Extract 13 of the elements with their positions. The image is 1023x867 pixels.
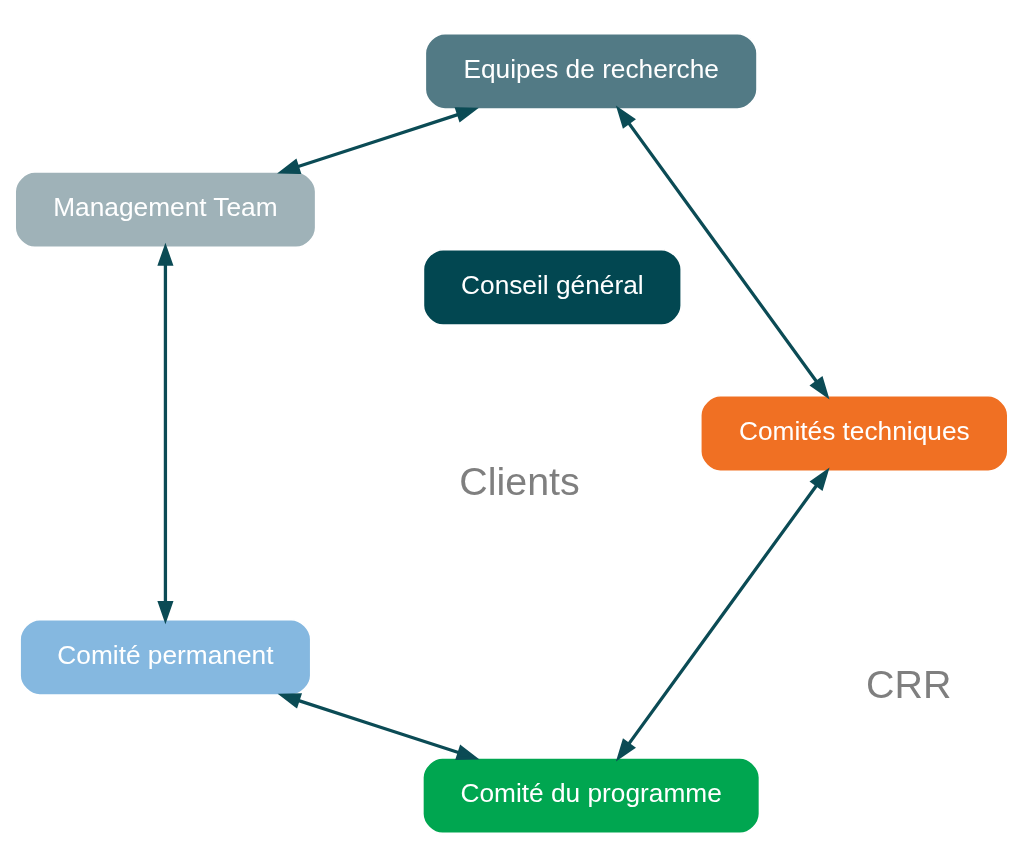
arrow bbox=[277, 693, 480, 760]
arrow bbox=[615, 467, 830, 762]
arrow bbox=[277, 107, 479, 174]
node-box: Comité du programme bbox=[422, 757, 761, 835]
label: CRR bbox=[865, 662, 952, 707]
node-box: Conseil général bbox=[422, 248, 683, 326]
node-box: Comité permanent bbox=[19, 618, 312, 696]
node-box: Comités techniques bbox=[699, 394, 1009, 473]
arrow bbox=[157, 242, 174, 625]
node-box: Management Team bbox=[14, 171, 317, 249]
node-box: Equipes de recherche bbox=[424, 32, 758, 110]
arrow bbox=[615, 105, 830, 400]
label: Clients bbox=[459, 458, 580, 503]
